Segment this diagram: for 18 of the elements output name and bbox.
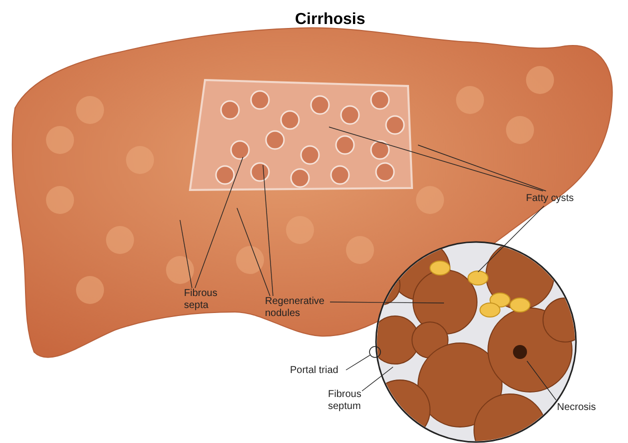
leader-line <box>478 206 544 272</box>
leader-line <box>262 164 274 296</box>
part-label: Portal triad <box>290 365 340 377</box>
leader-line <box>526 360 556 400</box>
leader-line <box>328 126 544 192</box>
part-label: Fibrous septum <box>328 389 362 413</box>
leader-line <box>346 354 370 370</box>
part-label: Fibrous septa <box>184 288 218 312</box>
leader-line <box>418 144 546 192</box>
part-label: Necrosis <box>557 402 597 414</box>
leader-line <box>194 156 244 288</box>
magnifier-circle <box>369 346 381 358</box>
leader-line <box>362 366 394 392</box>
leader-line <box>180 220 192 288</box>
leader-line <box>236 208 270 296</box>
title: Cirrhosis <box>295 10 366 30</box>
leader-line <box>330 302 444 304</box>
part-label: Regenerative nodules <box>265 296 326 320</box>
